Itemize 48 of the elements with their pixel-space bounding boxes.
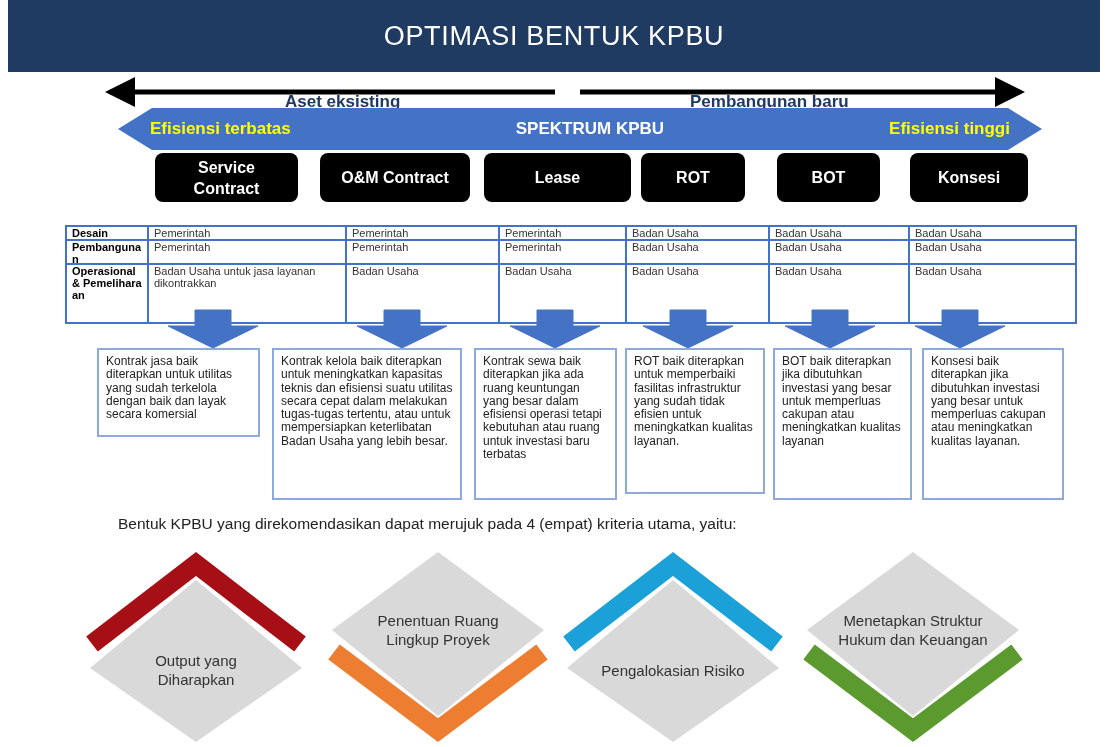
table-cell: Pemerintah <box>346 240 499 264</box>
description-box: Kontrak kelola baik diterapkan untuk meningkatkan kapasitas teknis dan efisiensi suatu utilitas secara cepat dalam melakukan tugas-tugas tertentu, atau untuk mempersiapkan keterlibatan Badan Usaha yang lebih besar. <box>272 348 462 500</box>
table-cell: Badan Usaha <box>346 264 499 323</box>
table-cell: Pemerintah <box>499 226 626 240</box>
table-cell: Badan Usaha <box>769 240 909 264</box>
contract-type-box: Service Contract <box>155 153 298 202</box>
intro-sentence: Bentuk KPBU yang direkomendasikan dapat merujuk pada 4 (empat) kriteria utama, yaitu: <box>118 514 737 534</box>
row-header-cell: Pembangunan <box>66 240 148 264</box>
arrow-label: Pembangunan baru <box>690 93 849 110</box>
contract-type-box: Lease <box>484 153 631 202</box>
block-arrow <box>356 309 448 349</box>
table-cell: Badan Usaha <box>626 226 769 240</box>
band-label: Efisiensi terbatas <box>150 118 291 141</box>
contract-type-box: BOT <box>777 153 880 202</box>
criteria-label: Menetapkan Struktur Hukum dan Keuangan <box>837 611 989 649</box>
description-box: Kontrak jasa baik diterapkan untuk utilitas yang sudah terkelola dengan baik dan layak secara komersial <box>97 348 260 437</box>
table-cell: Badan Usaha <box>909 226 1076 240</box>
block-arrow <box>509 309 601 349</box>
block-arrow <box>642 309 734 349</box>
row-header-cell: Operasional & Pemeliharaan <box>66 264 148 323</box>
table-cell: Badan Usaha <box>626 240 769 264</box>
band-label: Efisiensi tinggi <box>889 118 1010 141</box>
table-cell: Pemerintah <box>346 226 499 240</box>
band-title: SPEKTRUM KPBU <box>515 118 665 141</box>
description-box: BOT baik diterapkan jika dibutuhkan investasi yang besar untuk memperluas cakupan atau meningkatkan kualitas layanan <box>773 348 912 500</box>
table-cell: Pemerintah <box>499 240 626 264</box>
table-cell: Badan Usaha untuk jasa layanan dikontrakkan <box>148 264 346 323</box>
contract-type-box: O&M Contract <box>320 153 470 202</box>
table-cell: Badan Usaha <box>909 264 1076 323</box>
criteria-label: Penentuan Ruang Lingkup Proyek <box>376 611 500 649</box>
table-cell: Badan Usaha <box>626 264 769 323</box>
description-box: Konsesi baik diterapkan jika dibutuhkan investasi yang besar untuk memperluas cakupan atau meningkatkan kualitas layanan. <box>922 348 1064 500</box>
block-arrow <box>914 309 1006 349</box>
description-box: Kontrak sewa baik diterapkan jika ada ruang keuntungan yang besar dalam efisiensi operasi tetapi kebutuhan atau ruang untuk investasi baru terbatas <box>474 348 617 500</box>
criteria-label: Pengalokasian Risiko <box>601 660 745 680</box>
table-cell: Pemerintah <box>148 240 346 264</box>
title-bar: OPTIMASI BENTUK KPBU <box>8 0 1100 72</box>
contract-type-box: Konsesi <box>910 153 1028 202</box>
table-cell: Pemerintah <box>148 226 346 240</box>
row-header-cell: Desain <box>66 226 148 240</box>
block-arrow <box>167 309 259 349</box>
contract-type-box: ROT <box>641 153 745 202</box>
table-cell: Badan Usaha <box>769 226 909 240</box>
arrow-label: Aset eksisting <box>285 93 401 110</box>
table-cell: Badan Usaha <box>909 240 1076 264</box>
block-arrow <box>784 309 876 349</box>
criteria-label: Output yang Diharapkan <box>154 651 238 689</box>
description-box: ROT baik diterapkan untuk memperbaiki fasilitas infrastruktur yang sudah tidak efisien untuk meningkatkan kualitas layanan. <box>625 348 765 494</box>
